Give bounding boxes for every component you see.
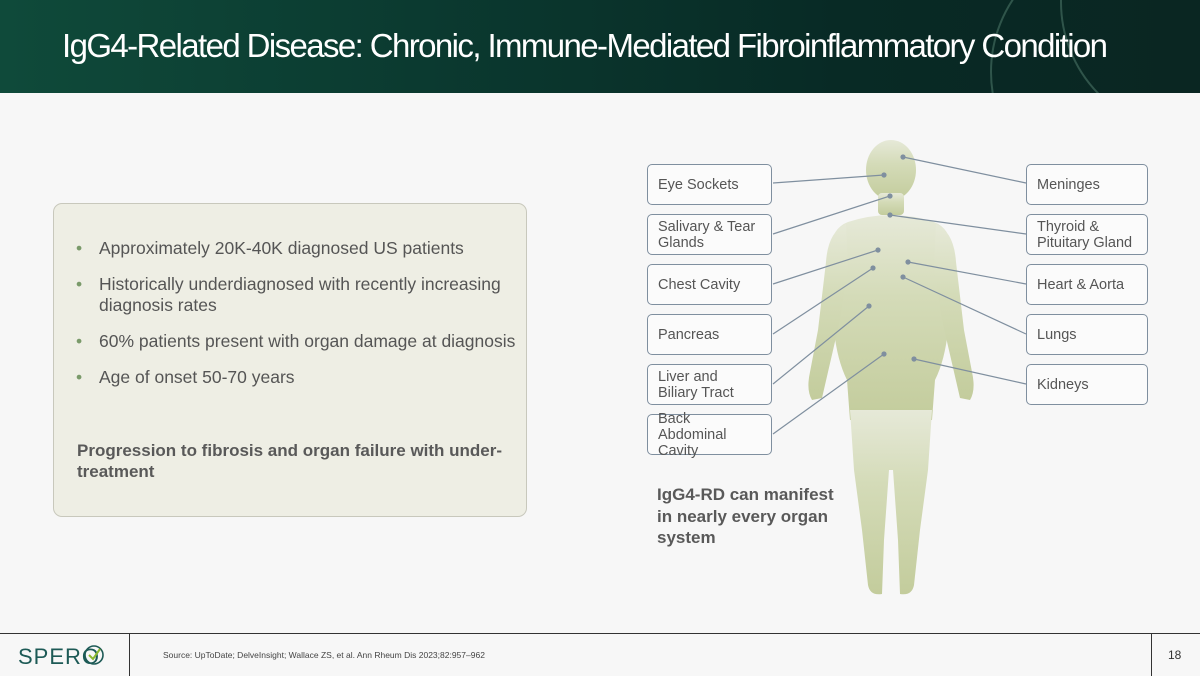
connector-dots [866,154,917,362]
progression-statement: Progression to fibrosis and organ failur… [77,441,503,481]
slide-title: IgG4-Related Disease: Chronic, Immune-Me… [62,27,1108,64]
organ-label-eye-sockets: Eye Sockets [647,164,772,205]
organ-label-meninges: Meninges [1026,164,1148,205]
human-body-silhouette-icon [808,140,974,595]
bullet-dot-icon: • [76,367,83,387]
bullet-list: •Approximately 20K-40K diagnosed US pati… [76,238,526,403]
bullet-dot-icon: • [76,331,83,351]
page-number: 18 [1168,648,1182,662]
bullet-item: •Age of onset 50-70 years [76,367,295,387]
footer-divider [1151,634,1152,676]
bullet-item: •Approximately 20K-40K diagnosed US pati… [76,238,464,258]
logo-check-icon [84,645,104,665]
organ-label-thyroid-pituitary: Thyroid &Pituitary Gland [1026,214,1148,255]
organ-label-lungs: Lungs [1026,314,1148,355]
source-citation: Source: UpToDate; DelveInsight; Wallace … [163,650,485,660]
organ-label-chest-cavity: Chest Cavity [647,264,772,305]
footer-bar [0,633,1200,676]
callout-text: IgG4-RD can manifest in nearly every org… [657,485,834,547]
organ-label-pancreas: Pancreas [647,314,772,355]
bullet-dot-icon: • [76,274,83,294]
organ-label-kidneys: Kidneys [1026,364,1148,405]
connector-lines [772,156,1027,435]
bullet-item: •60% patients present with organ damage … [76,331,516,351]
footer-divider [129,634,130,676]
title-bar [0,0,1200,93]
bullet-dot-icon: • [76,238,83,258]
bullet-item: •Historically underdiagnosed with recent… [76,274,501,315]
organ-label-heart-aorta: Heart & Aorta [1026,264,1148,305]
info-box [53,203,527,517]
